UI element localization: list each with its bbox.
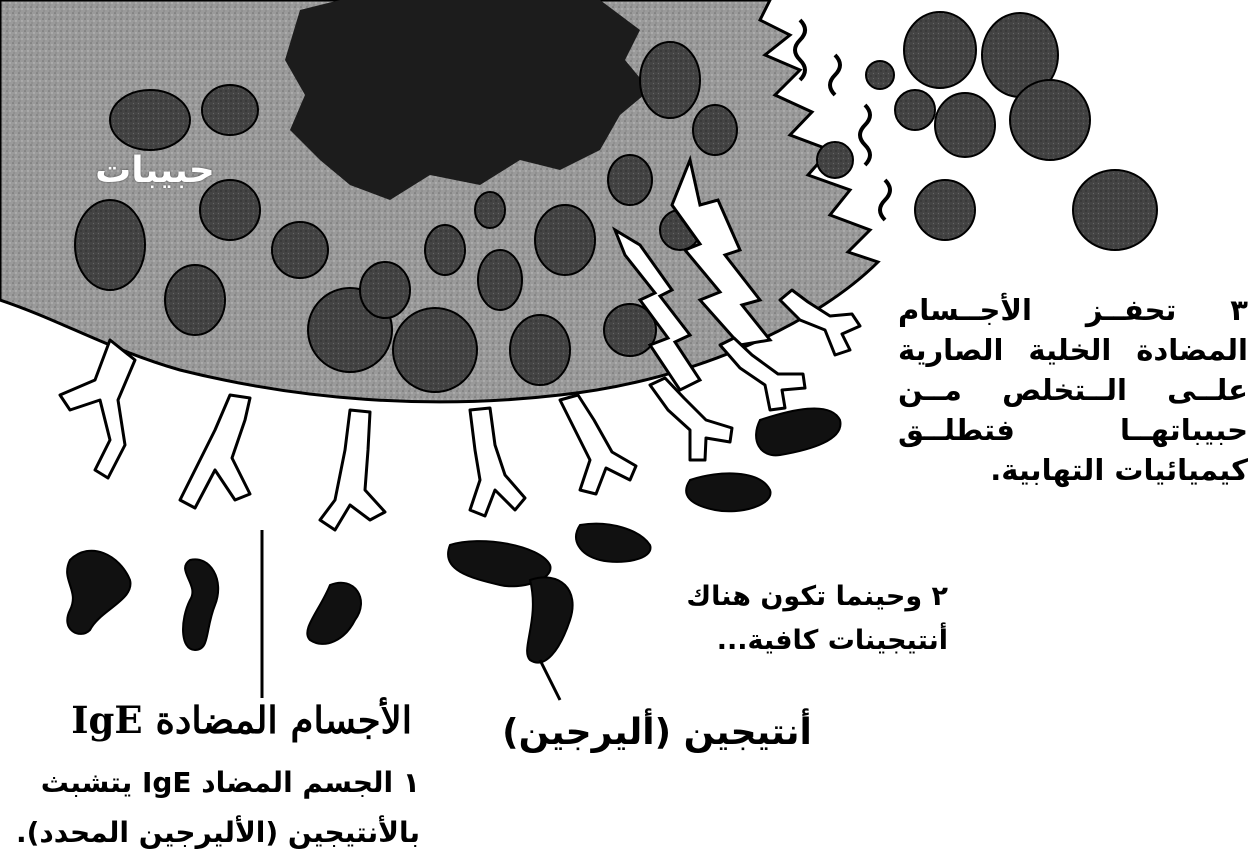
- step1-line: ١ الجسم المضاد IgE يتشبث: [10, 758, 420, 808]
- step3-line: علــى الــتخلص مــن: [898, 370, 1248, 410]
- ige-antibodies-label: الأجسام المضادة IgE: [52, 698, 412, 742]
- step1-caption: ١ الجسم المضاد IgE يتشبث بالأنتيجين (الأ…: [10, 758, 420, 858]
- step3-caption: ٣ تحفــز الأجــسام المضادة الخلية الصاري…: [898, 290, 1248, 490]
- step1-line: بالأنتيجين (الأليرجين المحدد).: [10, 808, 420, 858]
- step2-line: ٢ وحينما تكون هناك: [648, 575, 948, 619]
- granules-label: حبيبات: [80, 150, 230, 191]
- step3-line: كيميائيات التهابية.: [898, 450, 1248, 490]
- antigen-label: أنتيجين (أليرجين): [498, 712, 816, 753]
- step3-line: المضادة الخلية الصارية: [898, 330, 1248, 370]
- step3-line: ٣ تحفــز الأجــسام: [898, 290, 1248, 330]
- step2-caption: ٢ وحينما تكون هناك أنتيجينات كافية...: [648, 575, 948, 663]
- step2-line: أنتيجينات كافية...: [648, 619, 948, 663]
- released-granules: [817, 12, 1157, 250]
- step3-line: حبيباتهــا فتطلــق: [898, 410, 1248, 450]
